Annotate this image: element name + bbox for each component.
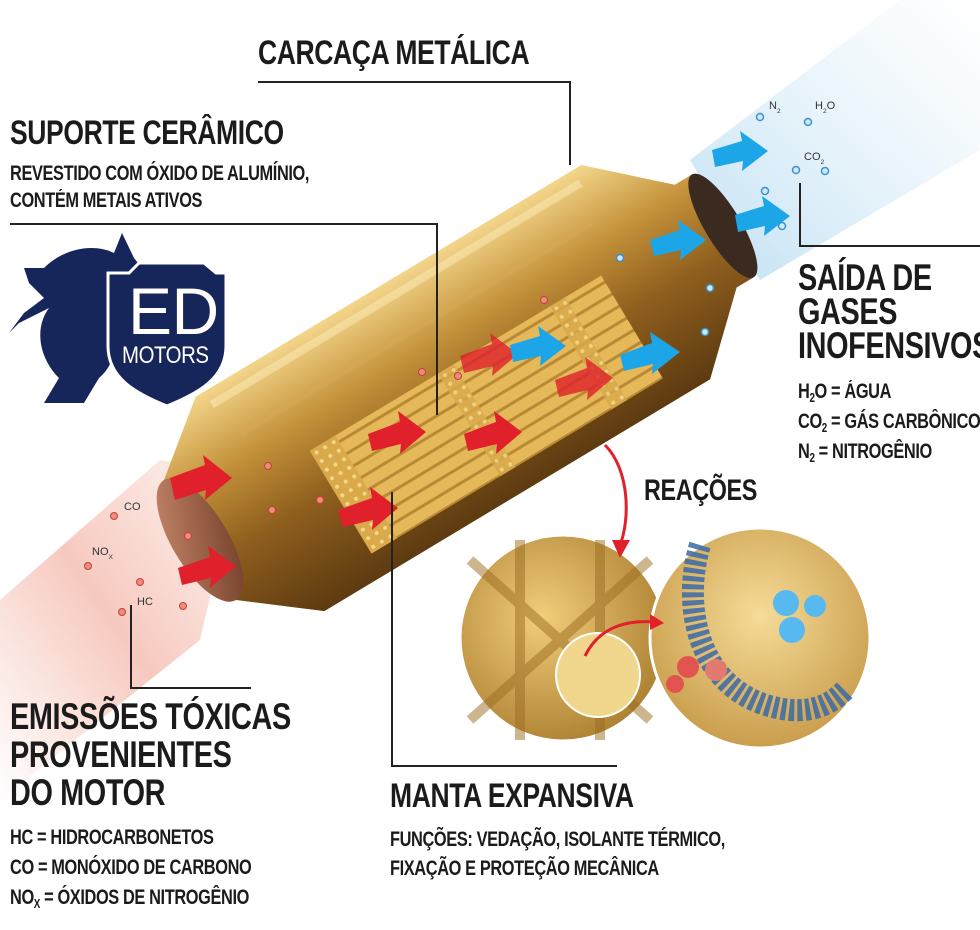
molecule-label-co: CO <box>124 501 141 513</box>
converter-body <box>156 165 758 612</box>
co2-sub: 2 <box>820 159 825 166</box>
formula-rest: = MONÓXIDO DE CARBONO <box>33 856 252 879</box>
casing-leader <box>258 81 571 83</box>
ceramic-title: SUPORTE CERÂMICO <box>10 114 284 152</box>
outlet-title-3: INOFENSIVOS <box>798 325 980 366</box>
n2-sub: 2 <box>776 108 781 115</box>
formula-base: NO <box>10 886 34 909</box>
nox-base: NO <box>92 546 109 558</box>
logo-ed: ED <box>128 274 219 348</box>
formula-base: HC <box>10 826 33 849</box>
emissions-formula-co: CO = MONÓXIDO DE CARBONO <box>10 854 252 881</box>
molecule-label-nox: NOX <box>92 546 113 561</box>
emissions-title-3: DO MOTOR <box>10 772 166 813</box>
outlet-leader-v <box>799 183 801 246</box>
formula-base: CO <box>798 410 822 433</box>
mat-desc-1: FUNÇÕES: VEDAÇÃO, ISOLANTE TÉRMICO, <box>390 828 725 851</box>
h2o-sub: 2 <box>822 108 827 115</box>
outlet-formula-co2: CO2 = GÁS CARBÔNICO <box>798 408 980 442</box>
logo-motors: MOTORS <box>122 342 209 369</box>
nox-sub: X <box>108 554 113 561</box>
mat-leader-v <box>391 492 393 766</box>
casing-label: CARCAÇA METÁLICA <box>258 34 530 72</box>
molecule-label-h2o: H2O <box>815 100 835 115</box>
toxic-molecules <box>84 296 548 616</box>
n2-base: N <box>769 100 777 112</box>
mat-leader <box>391 765 617 767</box>
formula-rest: = GÁS CARBÔNICO <box>826 410 980 433</box>
reaction-detail <box>458 443 872 750</box>
formula-sub: 2 <box>809 391 815 405</box>
outlet-formula-h2o: H2O = ÁGUA <box>798 378 891 412</box>
mat-desc-2: FIXAÇÃO E PROTEÇÃO MECÂNICA <box>390 857 659 880</box>
molecule-label-n2: N2 <box>769 100 781 115</box>
emissions-title-2: PROVENIENTES <box>10 734 232 775</box>
h2o-base: H <box>815 100 823 112</box>
molecule-label-hc: HC <box>137 596 153 608</box>
emissions-title-1: EMISSÕES TÓXICAS <box>10 696 291 737</box>
ceramic-leader <box>10 223 438 225</box>
formula-rest: = NITROGÊNIO <box>814 440 933 463</box>
emissions-leader-v <box>130 605 132 689</box>
ceramic-leader-v <box>436 223 438 415</box>
mat-title: MANTA EXPANSIVA <box>390 777 634 815</box>
ed-motors-logo: ED MOTORS <box>4 228 230 408</box>
molecule-label-co2: CO2 <box>804 151 824 166</box>
outlet-formula-n2: N2 = NITROGÊNIO <box>798 438 932 472</box>
formula-base: H <box>798 380 810 403</box>
co2-base: CO <box>804 151 821 163</box>
formula-rest: O = ÁGUA <box>814 380 892 403</box>
outlet-leader <box>799 245 980 247</box>
formula-base: N <box>798 440 810 463</box>
formula-sub: X <box>33 897 41 911</box>
emissions-leader <box>130 687 251 689</box>
formula-sub: 2 <box>809 451 815 465</box>
formula-rest: = ÓXIDOS DE NITROGÊNIO <box>39 886 249 909</box>
emissions-formula-nox: NOX = ÓXIDOS DE NITROGÊNIO <box>10 884 249 918</box>
emissions-formula-hc: HC = HIDROCARBONETOS <box>10 824 214 851</box>
clean-molecules <box>615 112 830 337</box>
red-arrows <box>170 333 613 588</box>
formula-rest: = HIDROCARBONETOS <box>32 826 214 849</box>
h2o-rest: O <box>826 100 836 112</box>
blue-arrows <box>510 131 790 374</box>
reactions-label: REAÇÕES <box>644 474 757 507</box>
outlet-title-2: GASES <box>798 291 898 332</box>
outlet-title-1: SAÍDA DE <box>798 257 932 298</box>
ceramic-desc-2: CONTÉM METAIS ATIVOS <box>10 189 203 212</box>
formula-sub: 2 <box>821 421 827 435</box>
casing-leader-v <box>569 81 571 165</box>
ceramic-desc-1: REVESTIDO COM ÓXIDO DE ALUMÍNIO, <box>10 162 310 185</box>
formula-base: CO <box>10 856 34 879</box>
griffin-shield-emblem <box>9 233 228 408</box>
